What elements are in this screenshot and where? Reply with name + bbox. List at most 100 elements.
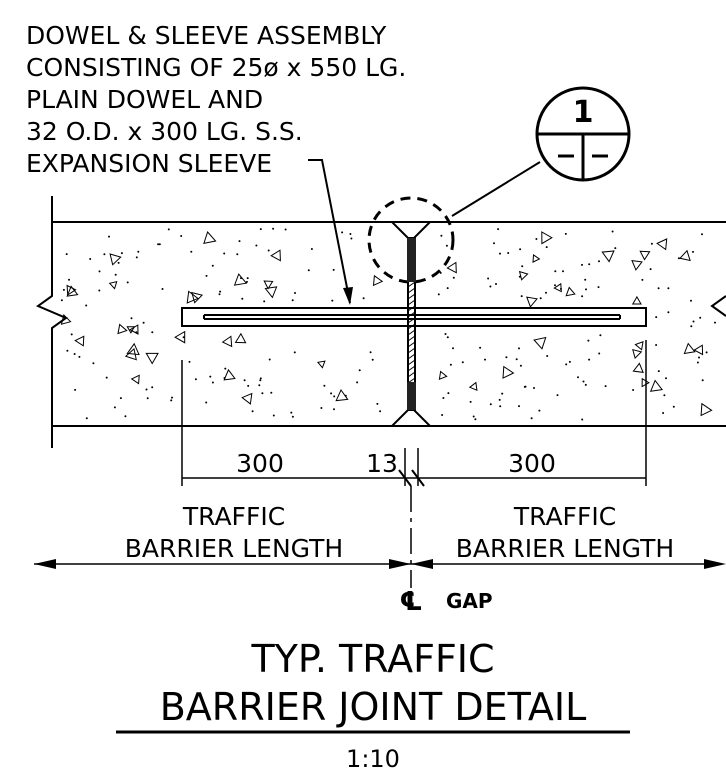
stipple-dot: [190, 250, 193, 253]
detail-marker: 1: [451, 86, 631, 217]
stipple-dot: [92, 362, 95, 365]
filler-hatch: [407, 347, 416, 354]
stipple-dot: [599, 334, 602, 337]
filler-hatch: [407, 311, 416, 318]
stipple-dot: [272, 414, 275, 417]
stipple-dot: [584, 383, 587, 386]
stipple-dot: [698, 356, 700, 359]
stipple-dot: [356, 381, 359, 384]
stipple-dot: [521, 265, 524, 268]
stipple-triangle: [117, 323, 128, 335]
detail-number: 1: [573, 95, 594, 130]
stipple-triangle: [109, 253, 122, 266]
filler-hatch: [407, 365, 416, 372]
filler-hatch: [407, 317, 416, 324]
stipple-dot: [641, 278, 644, 281]
stipple-dot: [126, 281, 129, 284]
stipple-dot: [255, 244, 258, 247]
stipple-dot: [577, 376, 579, 379]
callout-text: DOWEL & SLEEVE ASSEMBLY CONSISTING OF 25…: [26, 21, 406, 178]
stipple-dot: [124, 415, 127, 418]
stipple-dot: [331, 299, 334, 302]
stipple-dot: [598, 260, 600, 263]
stipple-triangle: [634, 341, 644, 351]
barrier-length-right: TRAFFIC BARRIER LENGTH: [456, 502, 674, 563]
stipple-triangle: [683, 342, 696, 355]
stipple-dot: [519, 248, 522, 251]
stipple-dot: [650, 242, 653, 245]
stipple-dot: [307, 269, 310, 272]
stipple-dot: [484, 358, 486, 361]
barrier-left-line-2: BARRIER LENGTH: [125, 534, 343, 563]
stipple-dot: [493, 242, 495, 245]
stipple-dot: [705, 351, 708, 354]
stipple-dot: [690, 299, 692, 302]
stipple-dot: [73, 353, 76, 355]
stipple-dot: [188, 360, 191, 363]
stipple-dot: [349, 233, 352, 235]
stipple-dot: [568, 360, 571, 363]
stipple-dot: [692, 250, 694, 253]
stipple-dot: [538, 409, 541, 412]
stipple-dot: [581, 263, 583, 266]
stipple-dot: [259, 379, 262, 382]
stipple-dot: [597, 286, 600, 289]
stipple-dot: [662, 412, 665, 414]
stipple-dot: [194, 378, 197, 381]
stipple-dot: [89, 258, 92, 260]
stipple-dot: [581, 418, 584, 421]
stipple-dot: [515, 358, 518, 361]
barrier-right-line-2: BARRIER LENGTH: [456, 534, 674, 563]
stipple-dot: [499, 252, 501, 255]
stipple-dot: [667, 311, 670, 314]
stipple-dot: [520, 295, 523, 298]
stipple-dot: [582, 380, 585, 383]
stipple-dot: [161, 288, 164, 290]
stipple-dot: [330, 392, 333, 395]
detail-zoom-circle: [367, 196, 455, 284]
concrete-barrier: [35, 196, 726, 448]
stipple-dot: [291, 299, 294, 302]
stipple-triangle: [632, 362, 644, 374]
stipple-dot: [445, 244, 448, 247]
centerline-label: ℄ GAP: [399, 587, 492, 617]
stipple-dot: [320, 407, 323, 409]
stipple-dot: [66, 349, 69, 352]
stipple-dot: [224, 367, 227, 370]
stipple-dot: [243, 379, 246, 382]
stipple-triangle: [541, 231, 553, 245]
stipple-dot: [701, 233, 703, 236]
stipple-dot: [655, 316, 658, 319]
stipple-triangle: [74, 335, 85, 347]
stipple-dot: [505, 356, 508, 359]
stipple-triangle: [66, 284, 77, 296]
stipple-dot: [294, 292, 296, 294]
stipple-dot: [119, 397, 122, 400]
stipple-dot: [554, 284, 556, 287]
detail-title: TYP. TRAFFIC BARRIER JOINT DETAIL 1:10: [116, 637, 630, 773]
stipple-dot: [663, 394, 666, 397]
stipple-dot: [333, 395, 336, 398]
stipple-dot: [545, 246, 548, 249]
stipple-dot: [65, 253, 68, 256]
stipple-dot: [205, 401, 208, 404]
stipple-dot: [667, 287, 670, 290]
stipple-triangle: [631, 259, 643, 271]
stipple-dot: [62, 288, 65, 291]
stipple-dot: [358, 369, 361, 372]
stipple-dot: [611, 230, 614, 233]
stipple-dot: [310, 248, 313, 250]
barrier-length-left: TRAFFIC BARRIER LENGTH: [125, 502, 343, 563]
stipple-dot: [171, 396, 173, 399]
stipple-dot: [472, 415, 475, 418]
stipple-dot: [665, 377, 667, 380]
stipple-triangle: [108, 281, 118, 290]
stipple-triangle: [372, 274, 384, 287]
stipple-triangle: [656, 238, 668, 251]
stipple-dot: [376, 402, 379, 405]
stipple-dot: [447, 392, 450, 395]
dim-left: 300: [236, 449, 284, 478]
stipple-dot: [451, 231, 454, 234]
joint-filler: [407, 237, 416, 411]
